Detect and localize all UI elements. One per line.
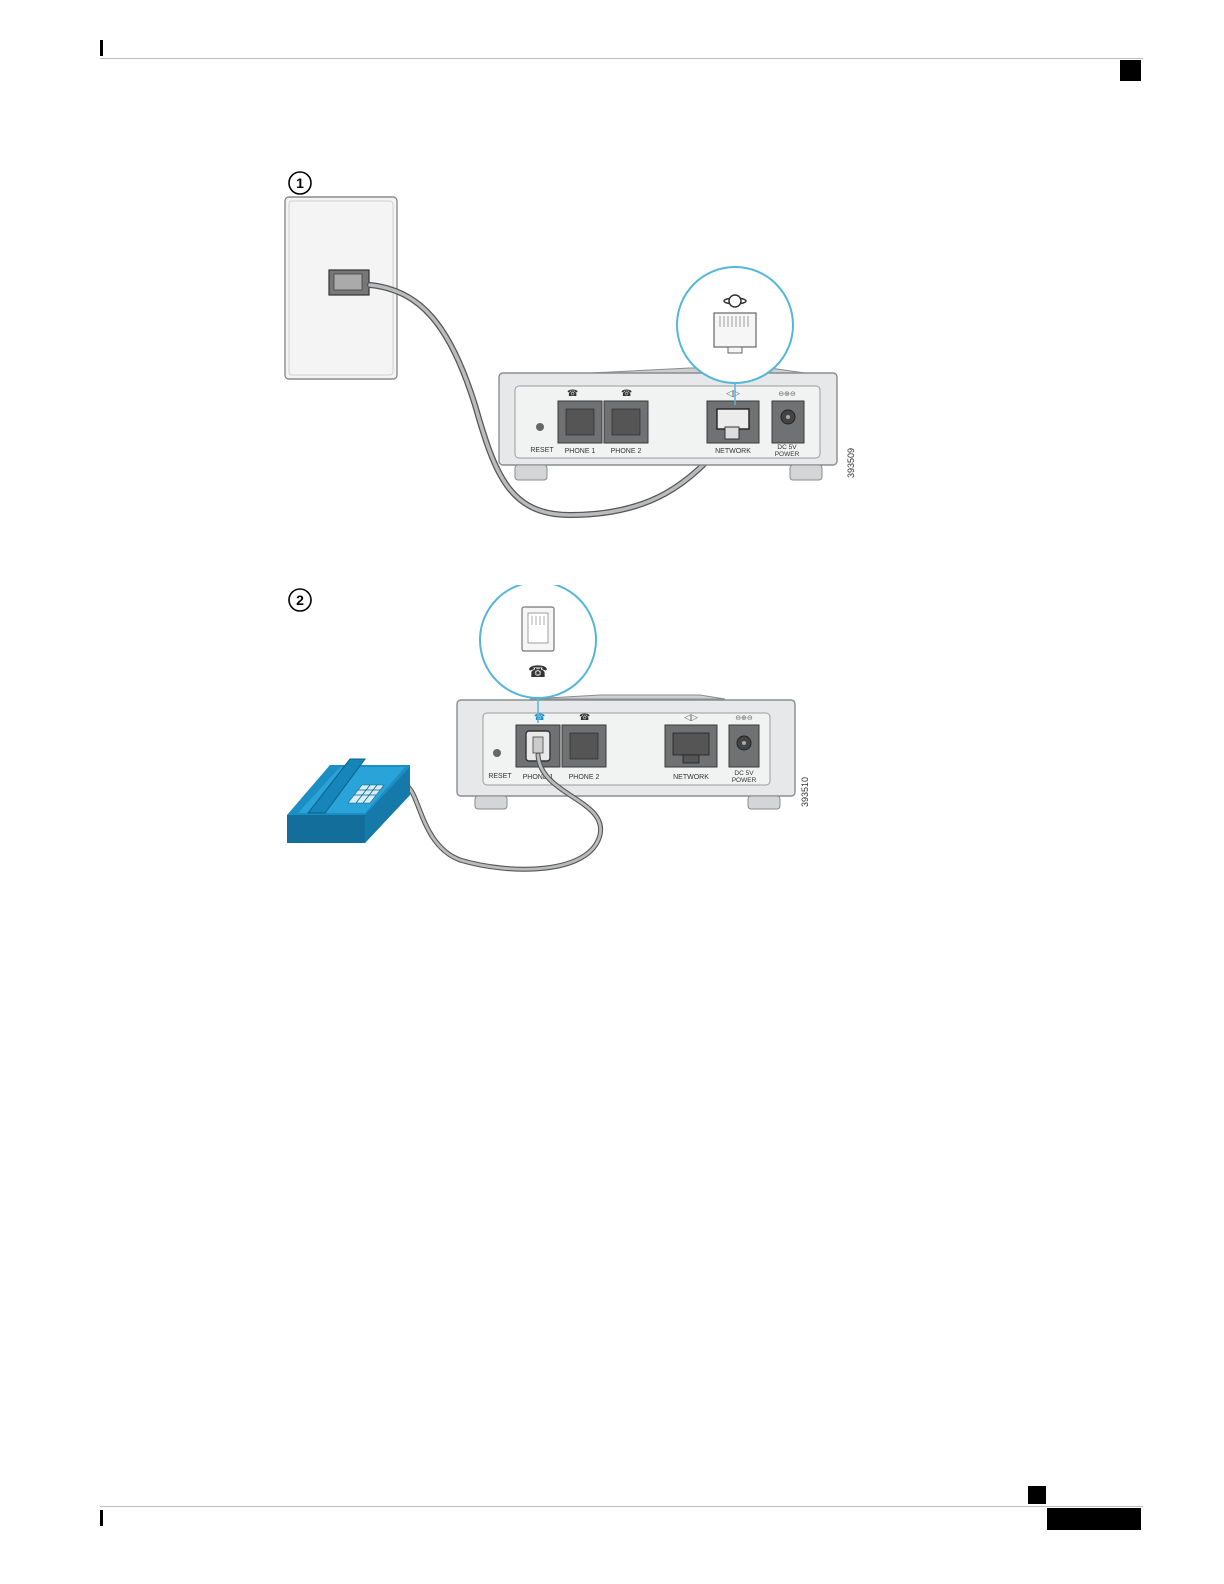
step-marker: 1 [289,172,311,194]
power-label-2: POWER [775,451,800,458]
svg-text:1: 1 [296,175,304,191]
header-left-mark [100,40,103,56]
phone2-label: PHONE 2 [611,448,642,455]
svg-text:⊖⊕⊖: ⊖⊕⊖ [735,715,753,722]
figure-id: 393510 [800,777,810,807]
svg-text:◁▷: ◁▷ [726,388,740,398]
ata-device: RESET ☎ ☎ PHONE 1 PHONE 2 ◁▷ NETWORK ⊖⊕⊖… [499,368,837,480]
network-label: NETWORK [673,774,709,781]
telephone [287,759,410,843]
footer-rule [100,1506,1143,1507]
step-marker: 2 [289,589,311,611]
reset-label: RESET [488,773,512,780]
figure-id: 393509 [846,448,856,478]
ata-device: RESET ☎ ☎ PHONE 1 PHONE 2 ◁▷ NETWORK ⊖⊕⊖… [457,695,795,809]
svg-text:☎: ☎ [621,388,632,398]
svg-text:☎: ☎ [534,712,545,722]
footer-page-number-bar [1047,1508,1141,1530]
svg-text:2: 2 [296,592,304,608]
svg-text:⊖⊕⊖: ⊖⊕⊖ [778,391,796,398]
phone2-label: PHONE 2 [569,774,600,781]
svg-text:☎: ☎ [528,664,548,681]
figure-network-connection: 1 RESET ☎ ☎ PHONE 1 PHONE 2 ◁▷ NETW [270,165,870,525]
power-label-1: DC 5V [777,444,797,451]
header-right-block [1120,60,1141,81]
power-label-2: POWER [732,777,757,784]
svg-text:◁▷: ◁▷ [684,712,698,722]
network-label: NETWORK [715,448,751,455]
figure-phone-connection: 2 RESET ☎ ☎ PHONE 1 PHONE 2 ◁▷ NETWORK ⊖… [270,585,830,885]
footer-left-mark [100,1510,103,1526]
svg-text:☎: ☎ [567,388,578,398]
wall-jack-plug [329,270,369,295]
phone1-label: PHONE 1 [565,448,596,455]
reset-label: RESET [530,447,554,454]
footer-page-tab [1028,1486,1046,1504]
header-rule [100,58,1143,59]
power-label-1: DC 5V [734,770,754,777]
svg-text:☎: ☎ [579,712,590,722]
